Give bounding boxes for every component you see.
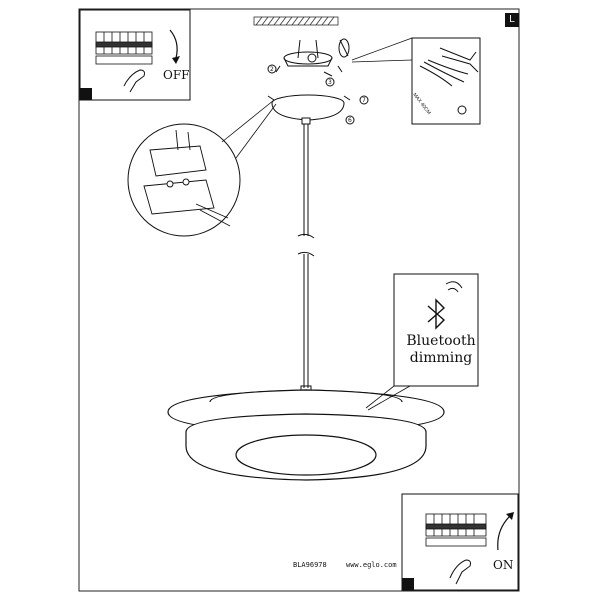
step-marker: 7: [359, 95, 369, 105]
step-number: 2: [270, 66, 274, 73]
rotate-arrow-icon: [497, 515, 511, 551]
wire-stripping-callout: [351, 37, 481, 125]
bluetooth-label: Bluetooth dimming: [404, 333, 478, 367]
step-number: 6: [348, 117, 352, 124]
bluetooth-label-line2: dimming: [409, 350, 473, 366]
terminal-block-icon: [143, 129, 231, 227]
terminal-block-icon: [95, 31, 153, 65]
step-number: 3: [328, 79, 332, 86]
suspension-cable: [297, 124, 315, 391]
step-marker: 3: [325, 77, 335, 87]
mounting-bracket: [275, 39, 343, 77]
website-url: www.eglo.com: [346, 561, 397, 569]
hand-icon: [449, 559, 471, 585]
switch-on-label: ON: [493, 558, 514, 572]
screwdriver-icon: [338, 38, 350, 58]
step-marker: 2: [267, 64, 277, 74]
switch-off-callout: [79, 9, 191, 101]
page-letter: L: [505, 13, 519, 27]
pliers-icon: [439, 47, 479, 73]
bluetooth-icon: [427, 298, 446, 330]
product-code: BLA96978: [293, 561, 327, 569]
bluetooth-callout: [365, 273, 479, 411]
switch-on-callout: [401, 493, 519, 591]
switch-off-label: OFF: [163, 68, 190, 82]
bluetooth-label-line1: Bluetooth: [406, 333, 476, 349]
warning-icon: [402, 578, 414, 590]
terminal-block-icon: [425, 513, 487, 547]
rotate-arrow-icon: [169, 29, 178, 59]
step-number: 7: [362, 97, 366, 104]
step-marker: 6: [345, 115, 355, 125]
ground-symbol-icon: [457, 105, 467, 115]
lamp-shade: [167, 389, 445, 481]
hand-icon: [123, 69, 145, 93]
page-frame: [78, 8, 520, 592]
canopy: [267, 94, 351, 125]
ceiling-hatch: [253, 16, 339, 26]
terminal-connection-callout: [127, 99, 277, 237]
signal-waves-icon: [445, 281, 463, 293]
warning-icon: [80, 88, 92, 100]
wires-icon: [419, 59, 469, 87]
